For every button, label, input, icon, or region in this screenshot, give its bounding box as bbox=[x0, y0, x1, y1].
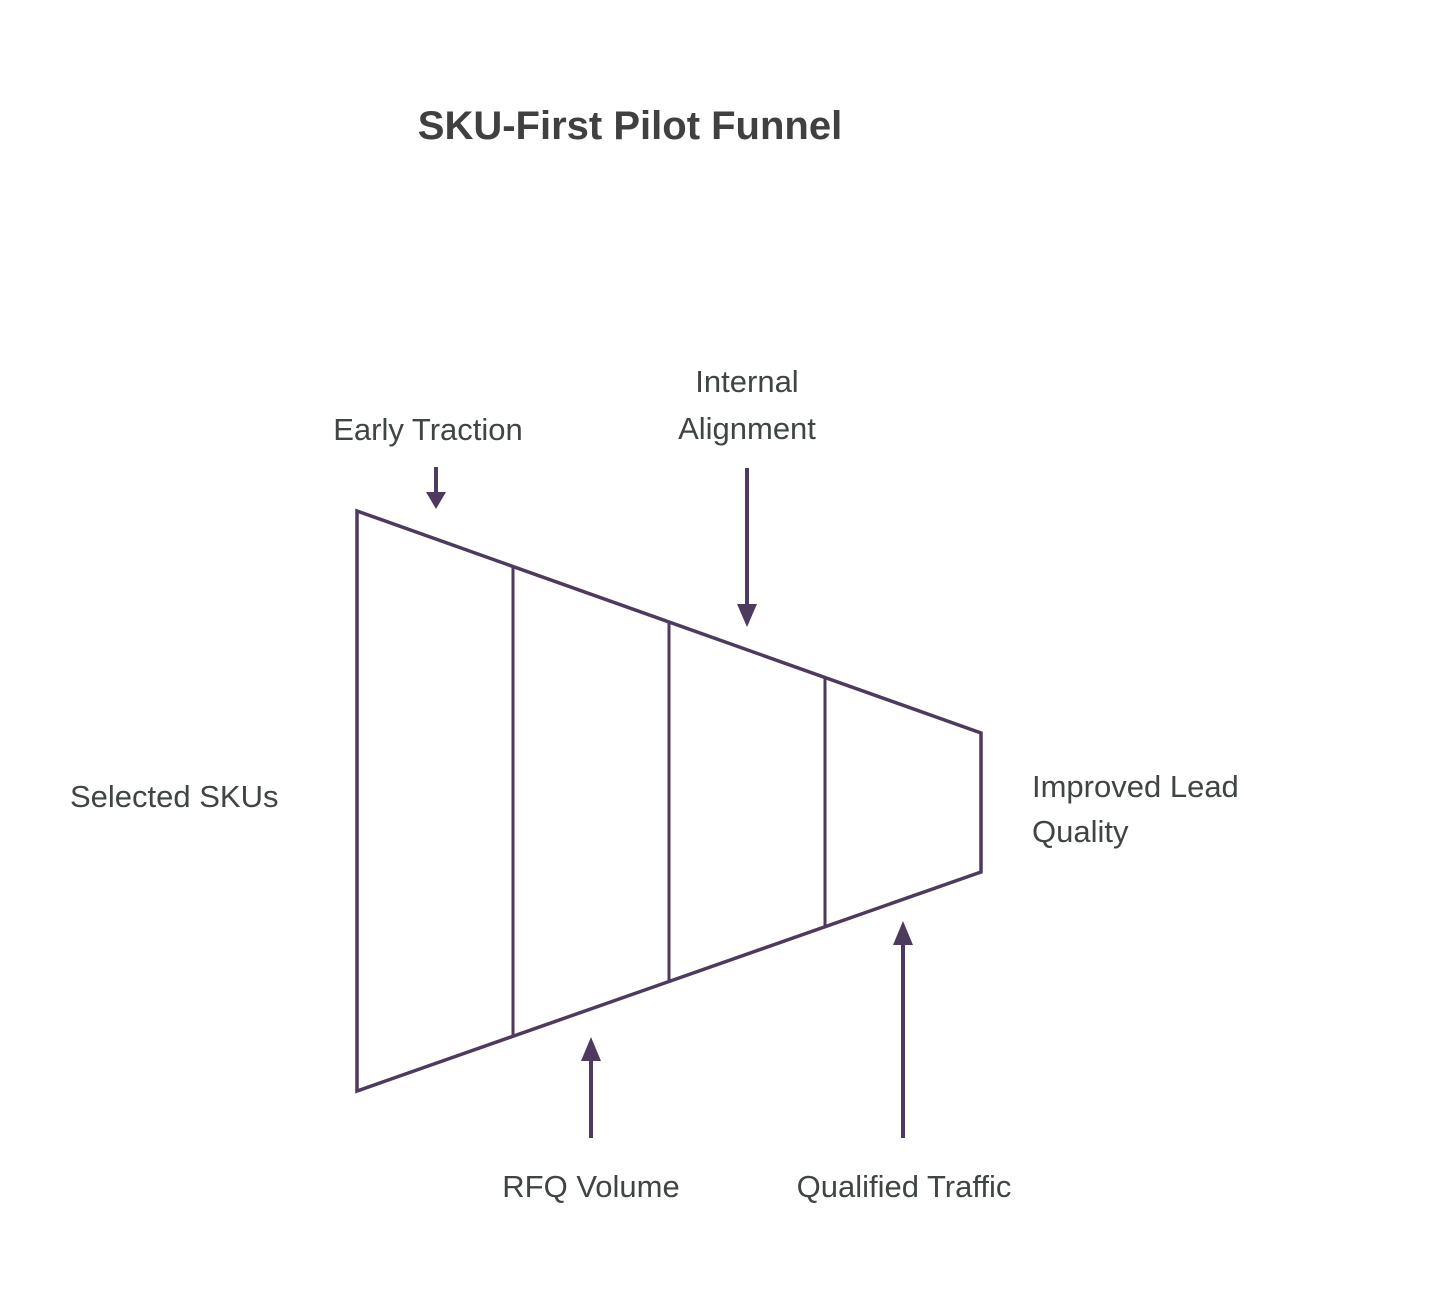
internal-alignment-arrow-head bbox=[737, 604, 757, 627]
annotation-early-traction-label: Early Traction bbox=[333, 412, 523, 447]
funnel-output-label-line1: Improved Lead bbox=[1032, 769, 1239, 804]
internal-alignment-arrow bbox=[737, 468, 757, 627]
funnel-outline bbox=[355, 508, 983, 1094]
early-traction-arrow bbox=[426, 467, 446, 509]
annotation-internal-alignment-label-line1: Internal bbox=[695, 364, 798, 399]
funnel-shape bbox=[355, 508, 983, 1094]
annotation-internal-alignment-label-line2: Alignment bbox=[678, 411, 816, 446]
qualified-traffic-arrow-head bbox=[893, 921, 913, 945]
rfq-volume-arrow-head bbox=[581, 1037, 601, 1061]
annotation-rfq-volume-label: RFQ Volume bbox=[502, 1169, 679, 1204]
rfq-volume-arrow bbox=[581, 1037, 601, 1138]
diagram-title: SKU-First Pilot Funnel bbox=[418, 104, 842, 148]
early-traction-arrow-head bbox=[426, 492, 446, 509]
annotation-qualified-traffic-label: Qualified Traffic bbox=[797, 1169, 1012, 1204]
qualified-traffic-arrow bbox=[893, 921, 913, 1138]
funnel-input-label: Selected SKUs bbox=[70, 779, 279, 814]
funnel-output-label-line2: Quality bbox=[1032, 814, 1129, 849]
